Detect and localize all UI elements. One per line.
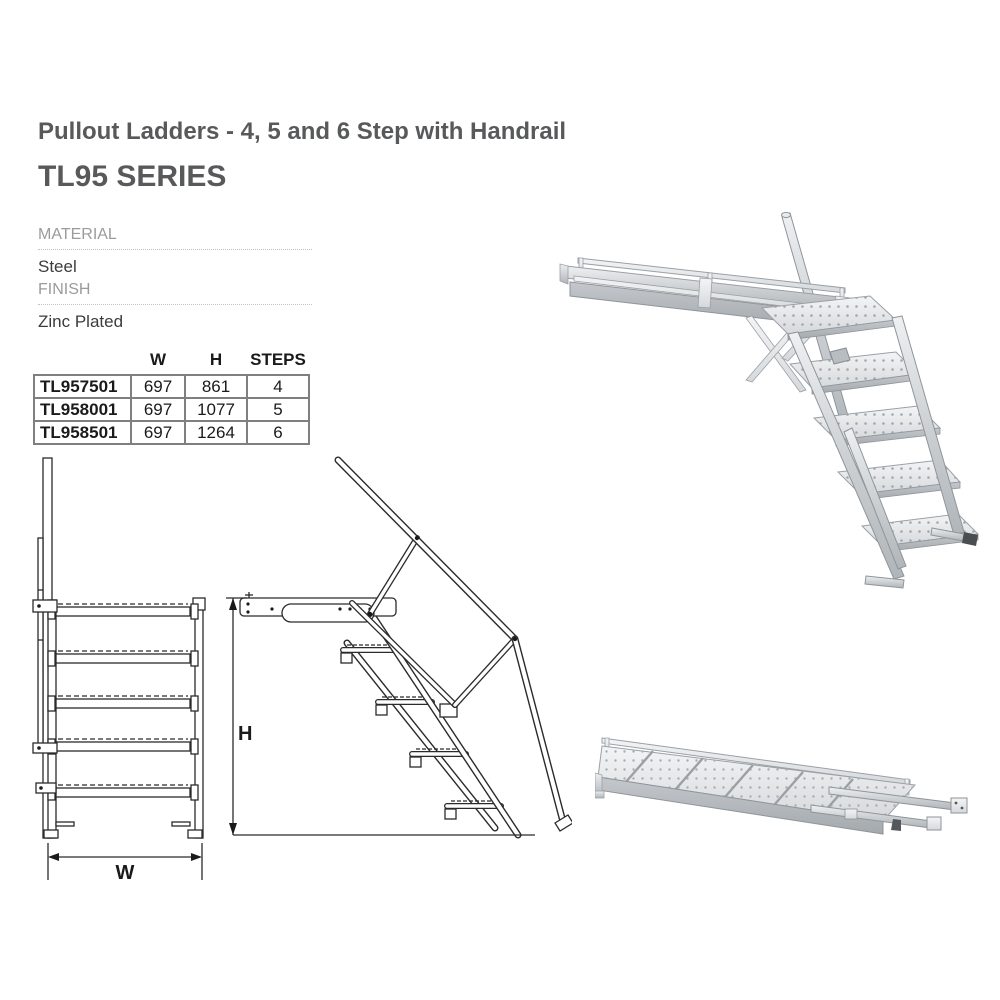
stringers (343, 639, 499, 832)
finish-label: FINISH (38, 281, 312, 305)
height-dimension-label: H (238, 723, 252, 745)
tray-front-face (595, 772, 884, 835)
material-spec: MATERIAL Steel (38, 226, 312, 277)
mounting-brackets (810, 786, 968, 831)
steps-cell: 5 (246, 397, 310, 422)
finish-spec: FINISH Zinc Plated (38, 281, 312, 332)
h-cell: 1264 (184, 420, 248, 445)
stowage-tray (559, 257, 851, 329)
width-dimension: W (47, 843, 203, 884)
front-view-drawing: W (32, 457, 206, 884)
width-dimension-label: W (116, 862, 135, 884)
side-handrail (334, 456, 572, 832)
photo-ladder-folded (595, 737, 968, 835)
table-header-steps: STEPS (250, 350, 306, 369)
model-cell: TL958501 (33, 420, 132, 445)
h-cell: 861 (184, 374, 248, 399)
h-cell: 1077 (184, 397, 248, 422)
w-cell: 697 (130, 374, 186, 399)
ladder-feet-photo (864, 527, 978, 589)
photo-ladder-extended (559, 211, 980, 589)
model-cell: TL958001 (33, 397, 132, 422)
height-dimension: H (226, 597, 535, 836)
page-title: Pullout Ladders - 4, 5 and 6 Step with H… (38, 118, 567, 145)
table-row: TL958501 697 1264 6 (33, 420, 310, 445)
side-steps (340, 644, 504, 820)
finish-value: Zinc Plated (38, 312, 124, 331)
ladder-steps (47, 603, 199, 801)
w-cell: 697 (130, 397, 186, 422)
material-value: Steel (38, 257, 77, 276)
table-row: TL957501 697 861 4 (33, 374, 310, 399)
side-view-drawing: H (226, 456, 572, 839)
w-cell: 697 (130, 420, 186, 445)
steps-cell: 4 (246, 374, 310, 399)
table-header-model (34, 350, 131, 375)
spec-table: W H STEPS TL957501 697 861 4 TL958001 69… (33, 350, 310, 445)
handrail-clamps (32, 599, 58, 794)
series-title: TL95 SERIES (38, 160, 227, 193)
table-row: TL958001 697 1077 5 (33, 397, 310, 422)
table-header-h: H (209, 350, 223, 369)
steps-cell: 6 (246, 420, 310, 445)
stringers-photo (787, 315, 965, 580)
model-cell: TL957501 (33, 374, 132, 399)
ladder-rails (47, 597, 206, 839)
material-label: MATERIAL (38, 226, 312, 250)
table-header-w: W (149, 350, 167, 369)
ladder-feet (43, 821, 203, 839)
table-header-row: W H STEPS (34, 350, 309, 375)
